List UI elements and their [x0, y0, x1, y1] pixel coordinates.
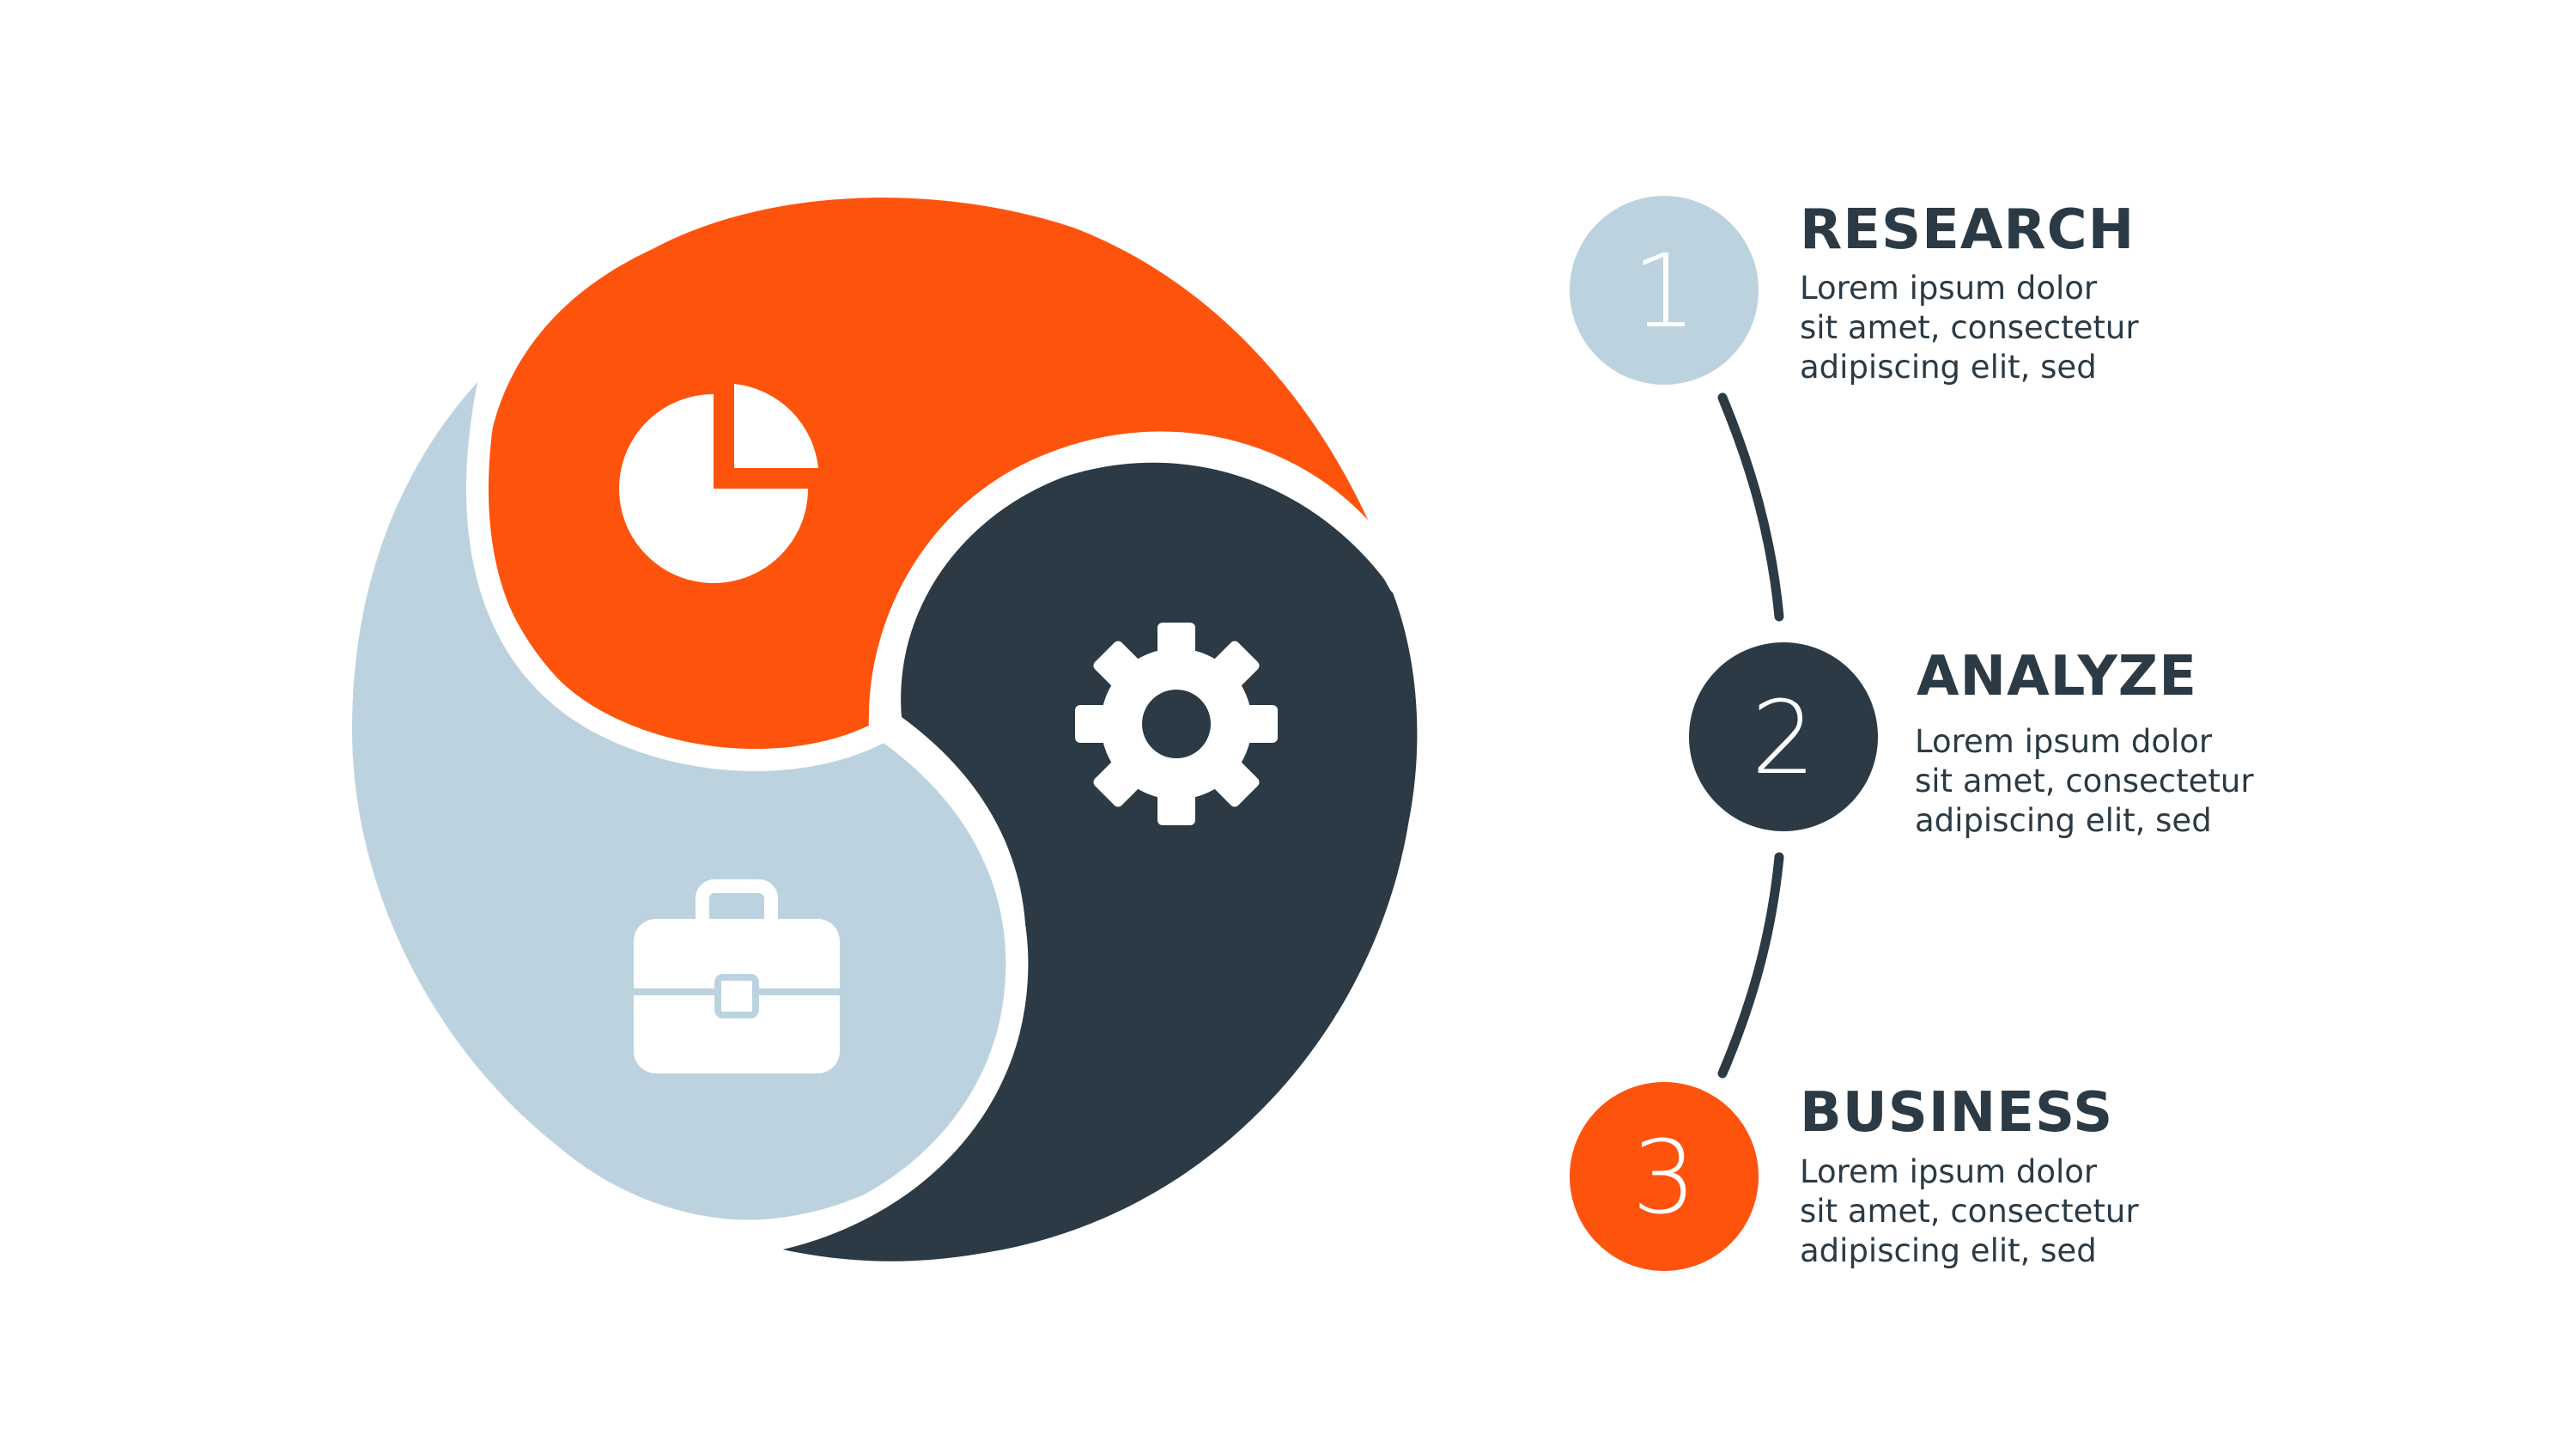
step-2-number: 2 — [1751, 678, 1815, 797]
step-1-number: 1 — [1631, 232, 1696, 350]
step-2-line-3: adipiscing elit, sed — [1915, 802, 2212, 839]
step-1-line-2: sit amet, consectetur — [1800, 309, 2139, 346]
research-segment — [484, 198, 1391, 768]
step-1-title: RESEARCH — [1800, 198, 2136, 262]
step-3-line-3: adipiscing elit, sed — [1800, 1232, 2097, 1269]
separator-business-analyze — [744, 719, 1029, 1255]
step-1-description: Lorem ipsum dolor sit amet, consectetur … — [1800, 269, 2139, 387]
step-1-line-3: adipiscing elit, sed — [1800, 349, 2097, 386]
step-2-line-1: Lorem ipsum dolor — [1915, 723, 2213, 760]
step-1-badge: 1 — [1570, 196, 1759, 385]
separator-research-analyze — [868, 431, 1411, 741]
step-3-line-1: Lorem ipsum dolor — [1800, 1153, 2098, 1190]
separator-research-business — [465, 350, 896, 772]
business-segment — [352, 365, 1014, 1220]
step-3-line-2: sit amet, consectetur — [1800, 1193, 2139, 1230]
step-2-title: ANALYZE — [1917, 645, 2197, 708]
gear-icon — [1075, 623, 1278, 825]
step-2-line-2: sit amet, consectetur — [1915, 763, 2254, 799]
step-3-number: 3 — [1631, 1118, 1696, 1237]
step-3-badge: 3 — [1570, 1082, 1759, 1271]
step-2-description: Lorem ipsum dolor sit amet, consectetur … — [1915, 722, 2254, 841]
step-connector-2-3 — [1717, 852, 1784, 1079]
step-3-title: BUSINESS — [1800, 1081, 2114, 1145]
step-1-line-1: Lorem ipsum dolor — [1800, 270, 2098, 307]
pie-chart-icon — [619, 384, 818, 583]
step-3-description: Lorem ipsum dolor sit amet, consectetur … — [1800, 1152, 2139, 1271]
step-connector-1-2 — [1717, 392, 1784, 622]
step-2-badge: 2 — [1689, 642, 1878, 831]
briefcase-icon — [634, 879, 840, 1073]
